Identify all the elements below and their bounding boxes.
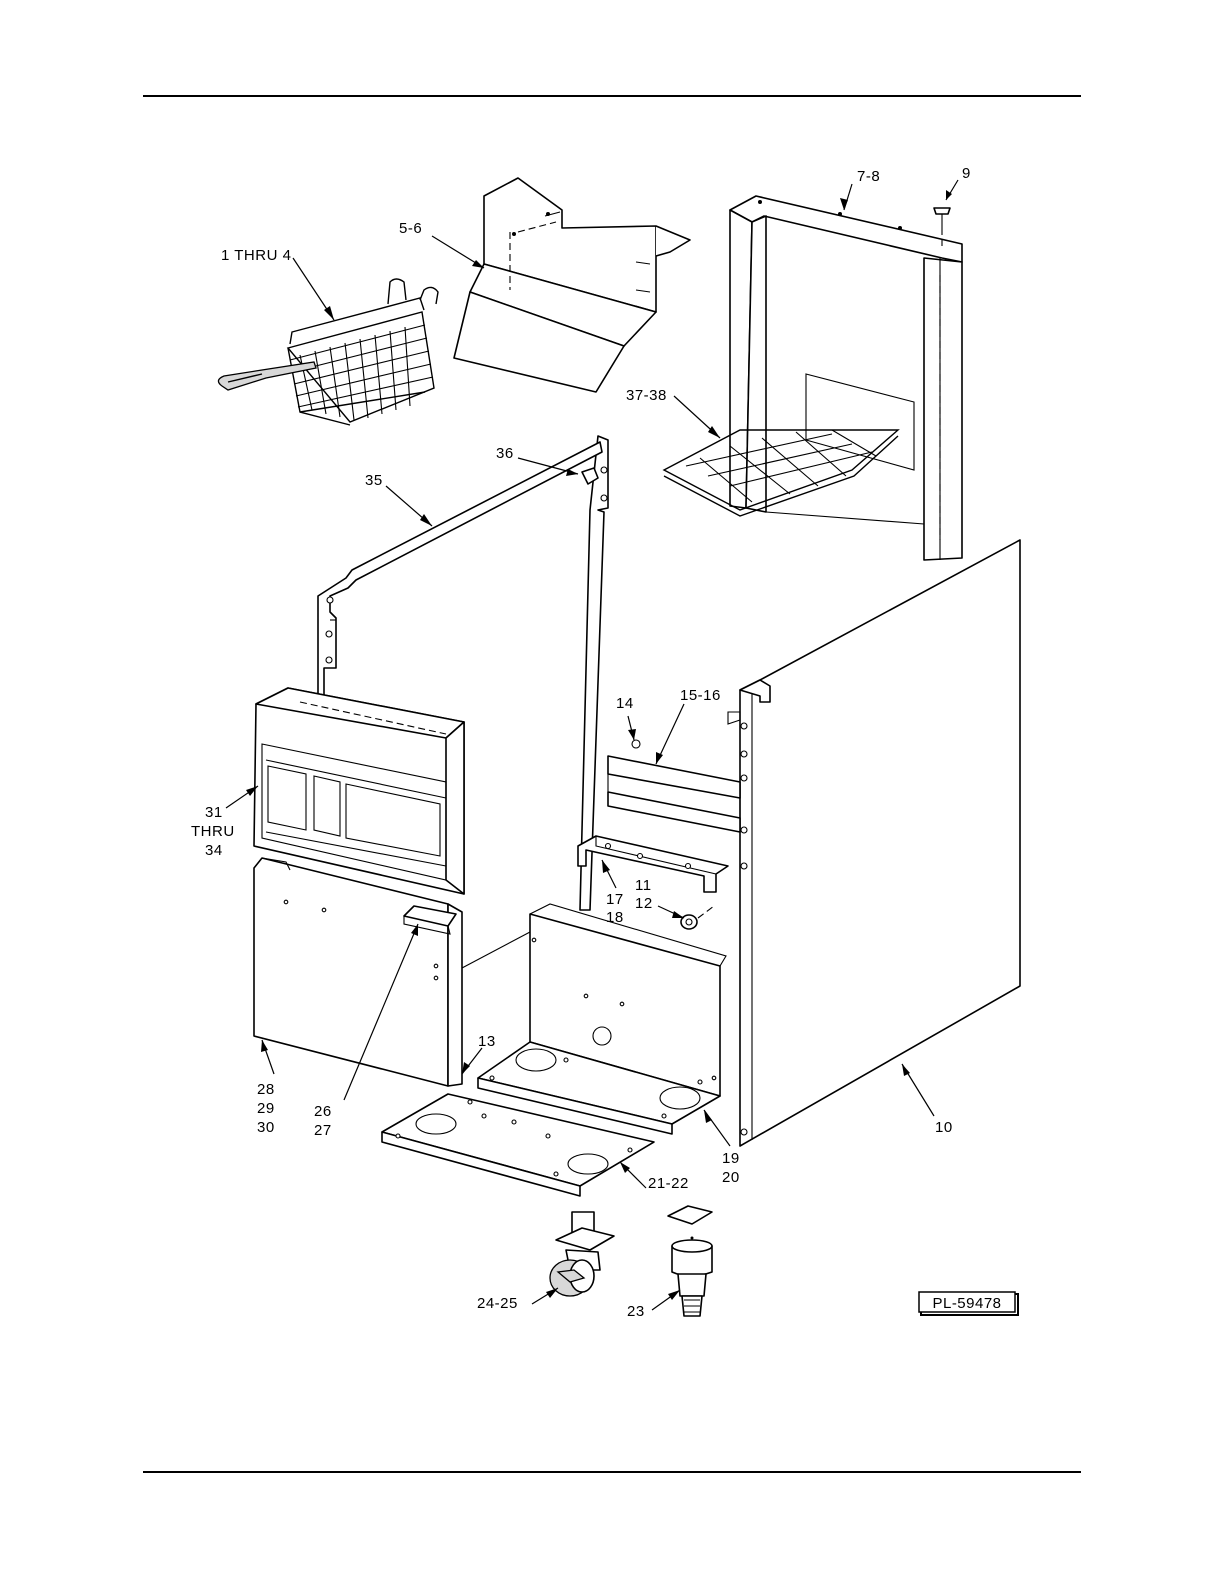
callout-30: 30: [257, 1119, 275, 1136]
callout-20: 20: [722, 1169, 740, 1186]
callout-21-22: 21-22: [648, 1175, 689, 1192]
callout-11: 11: [635, 877, 652, 894]
callout-13: 13: [478, 1033, 496, 1050]
callout-1-thru-4: 1 THRU 4: [221, 247, 291, 264]
caster-wheel: [550, 1212, 614, 1296]
callout-5-6: 5-6: [399, 220, 422, 237]
drain-bracket: [578, 836, 728, 892]
callout-10: 10: [935, 1119, 953, 1136]
callout-14: 14: [616, 695, 634, 712]
callout-23: 23: [627, 1303, 645, 1320]
callout-15-16: 15-16: [680, 687, 721, 704]
callout-12: 12: [635, 895, 653, 912]
callout-7-8: 7-8: [857, 168, 880, 185]
plate-number-box: PL-59478: [919, 1292, 1018, 1315]
callout-17: 17: [606, 891, 624, 908]
back-rail: [608, 740, 740, 832]
basket-hanger: [454, 178, 690, 392]
callout-18: 18: [606, 909, 624, 926]
crumb-rack: [664, 430, 898, 516]
callout-37-38: 37-38: [626, 387, 667, 404]
callout-26: 26: [314, 1103, 332, 1120]
cabinet-side-panel: [728, 540, 1020, 1146]
fry-basket: [218, 279, 438, 425]
front-door: [254, 858, 462, 1086]
grommet: [681, 906, 714, 929]
callout-19: 19: [722, 1150, 740, 1167]
plate-number: PL-59478: [932, 1295, 1001, 1312]
callout-24-25: 24-25: [477, 1295, 518, 1312]
adjustable-leg: [668, 1206, 712, 1316]
callout-29: 29: [257, 1100, 275, 1117]
callout-34: 34: [205, 842, 223, 859]
callout-36: 36: [496, 445, 514, 462]
callout-27: 27: [314, 1122, 332, 1139]
callout-thru: THRU: [191, 823, 235, 840]
callout-31: 31: [205, 804, 223, 821]
callout-35: 35: [365, 472, 383, 489]
basket-support-frame: [730, 196, 962, 560]
callout-28: 28: [257, 1081, 275, 1098]
callout-9: 9: [962, 165, 971, 182]
